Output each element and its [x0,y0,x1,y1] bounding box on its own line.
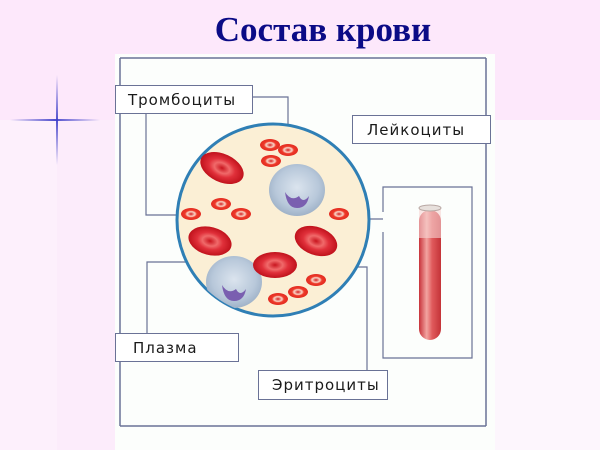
blood-sample-circle [175,122,371,318]
background-left-inner [57,120,115,450]
background-left [0,120,57,450]
label-erythrocytes-text: Эритроциты [272,376,380,394]
label-plasma-text: Плазма [133,338,198,357]
connector-lines [145,96,473,371]
erythrocyte [188,226,232,256]
sparkle-decoration-vertical [56,75,58,165]
test-tube-icon [418,204,442,340]
label-plasma: Плазма [115,333,239,362]
leukocyte [269,164,325,216]
outer-frame [119,57,487,427]
erythrocyte [294,225,338,257]
sparkle-decoration-horizontal [10,119,100,121]
erythrocyte [253,252,297,278]
label-leukocytes-text: Лейкоциты [367,120,466,139]
label-platelets-text: Тромбоциты [128,90,237,109]
label-erythrocytes: Эритроциты [258,370,388,400]
erythrocyte [200,152,244,184]
label-platelets: Тромбоциты [115,85,253,114]
page-title: Состав крови [214,10,432,49]
leukocyte [206,256,262,308]
label-leukocytes: Лейкоциты [352,115,491,144]
